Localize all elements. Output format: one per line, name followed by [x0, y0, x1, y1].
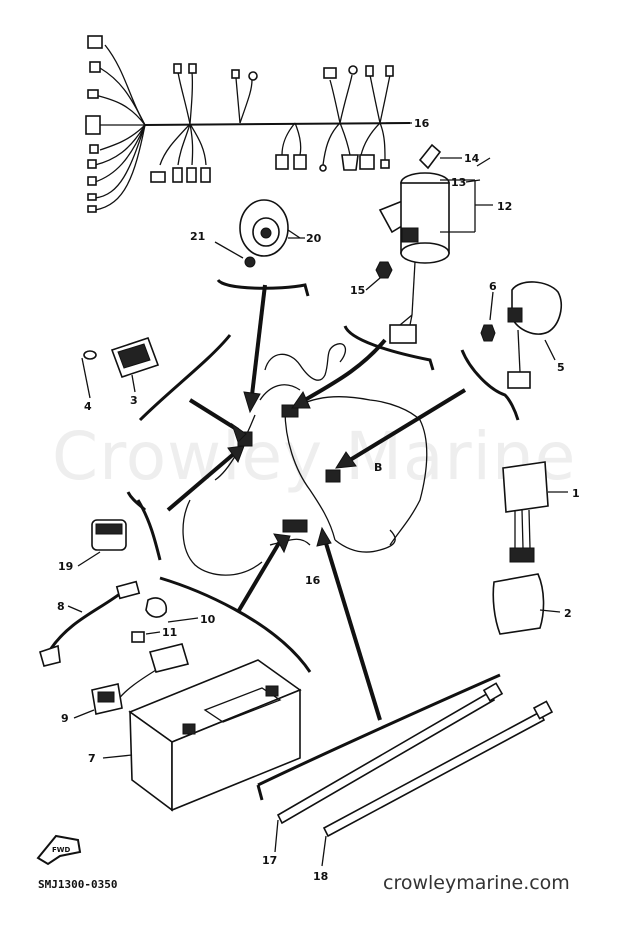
callout-10: 10: [200, 613, 216, 626]
callout-2: 2: [564, 607, 572, 620]
leader-arrows: [166, 284, 467, 721]
callout-16-harness: 16: [414, 117, 430, 130]
callout-13: 13: [451, 176, 466, 189]
callout-14: 14: [464, 152, 480, 165]
callout-1: 1: [572, 487, 580, 500]
cable-tie-17[interactable]: [276, 682, 504, 825]
fuse-holder-10[interactable]: [117, 643, 190, 701]
horn[interactable]: [239, 199, 301, 257]
forward-arrow-label: FWD: [52, 846, 71, 854]
forward-arrow-icon: FWD: [36, 834, 82, 866]
callout-15: 15: [350, 284, 365, 297]
callout-b: B: [374, 461, 382, 474]
callout-17: 17: [262, 854, 277, 867]
relay-cover-2[interactable]: [492, 573, 545, 635]
battery-7[interactable]: [128, 659, 302, 812]
frame-connector-battery: [282, 519, 308, 533]
callout-4: 4: [84, 400, 92, 413]
callout-6: 6: [489, 280, 497, 293]
callout-16-frame: 16: [305, 574, 321, 587]
cable-tie-18[interactable]: [322, 700, 554, 838]
callout-9: 9: [61, 712, 69, 725]
starter-relay-5[interactable]: [507, 281, 562, 389]
callout-20: 20: [306, 232, 322, 245]
watermark: Crowley Marine: [52, 418, 577, 495]
screw-4[interactable]: [81, 350, 97, 399]
website-url[interactable]: crowleymarine.com: [383, 872, 570, 894]
screw-15[interactable]: [375, 261, 393, 279]
callout-3: 3: [130, 394, 138, 407]
callout-5: 5: [557, 361, 565, 374]
callout-8: 8: [57, 600, 65, 613]
relay-19[interactable]: [91, 519, 127, 551]
callout-7: 7: [88, 752, 96, 765]
fuse-11[interactable]: [131, 631, 145, 643]
frame-connector-b: [325, 469, 341, 483]
wire-harness[interactable]: [85, 35, 412, 213]
fuse-box-9[interactable]: [91, 683, 123, 715]
callout-21: 21: [190, 230, 205, 243]
main-switch[interactable]: [378, 143, 450, 344]
callout-11: 11: [162, 626, 177, 639]
callout-12: 12: [497, 200, 512, 213]
callout-18: 18: [313, 870, 328, 883]
flasher-relay-1[interactable]: [502, 461, 549, 563]
rectifier-regulator[interactable]: [110, 336, 160, 379]
bracket-marks: [126, 278, 520, 801]
battery-cable-8[interactable]: [39, 580, 168, 667]
diagram-code: SMJ1300-0350: [38, 878, 118, 891]
callout-19: 19: [58, 560, 73, 573]
bolt-6[interactable]: [480, 291, 496, 342]
screw-21[interactable]: [214, 241, 256, 268]
frame-outline: [182, 343, 428, 576]
